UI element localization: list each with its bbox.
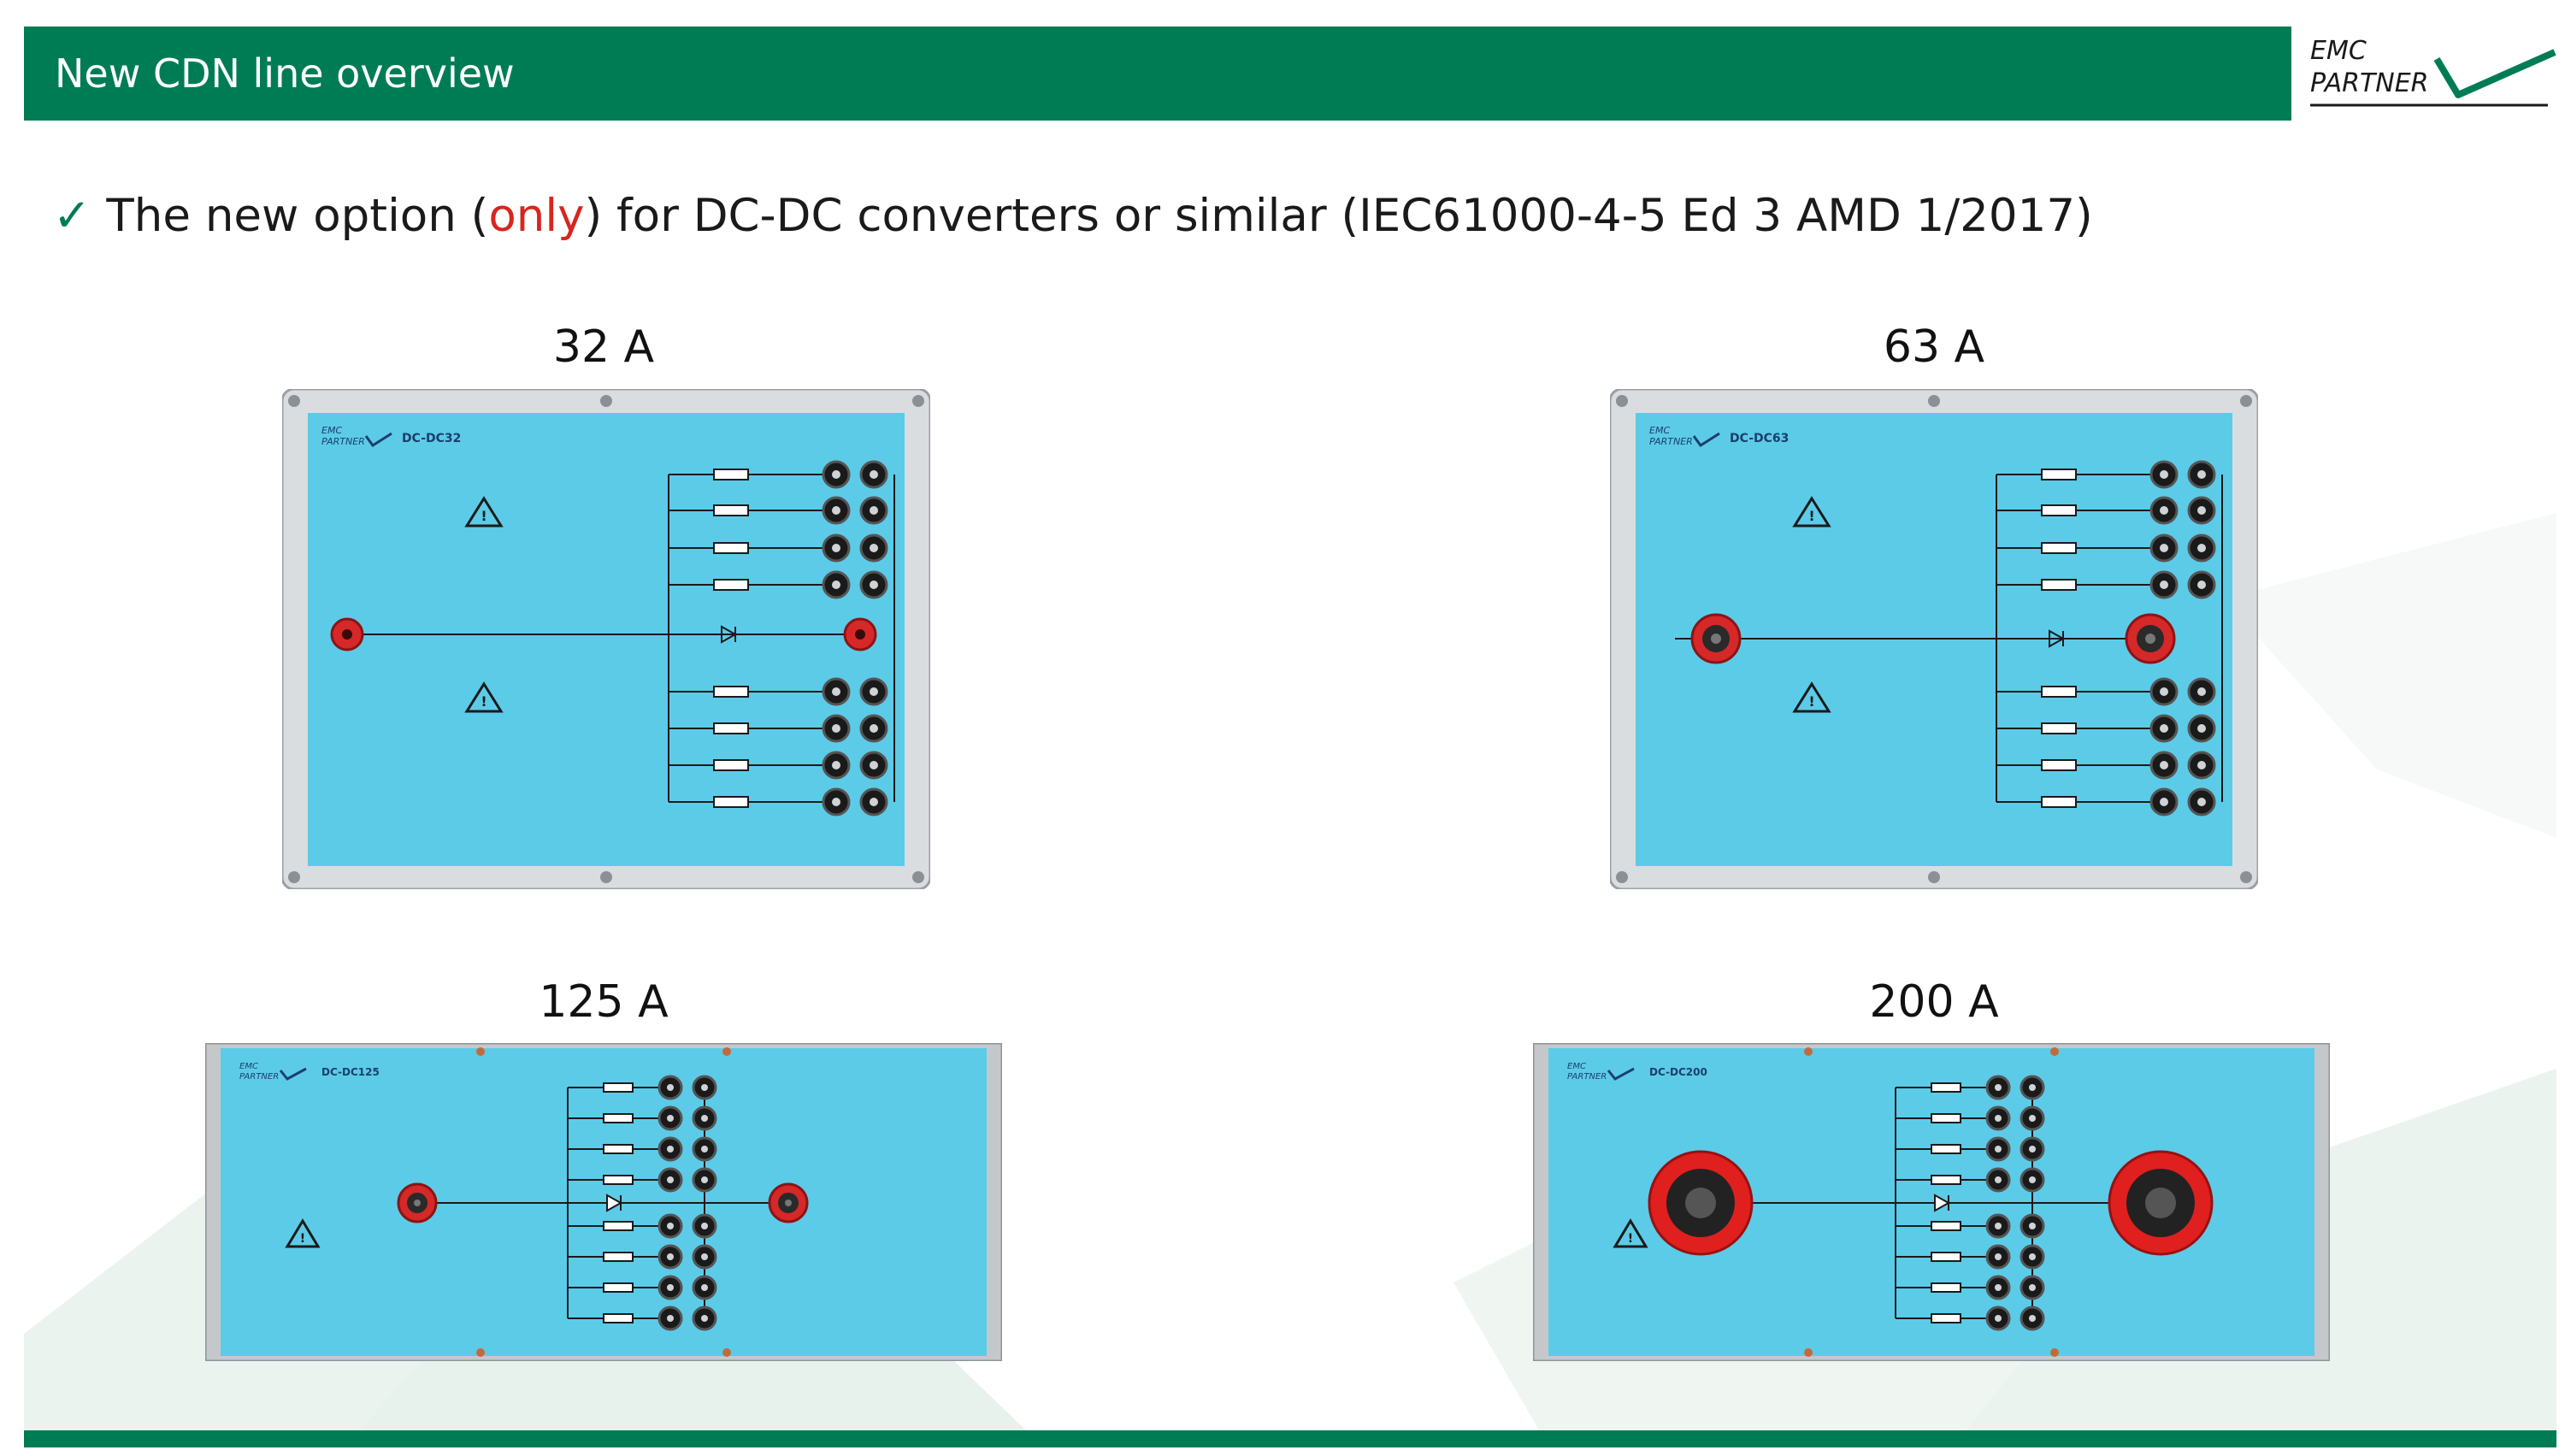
svg-text:EMC: EMC [1649,425,1670,436]
caption-63a: 63 A [1883,321,1985,373]
svg-text:EMC: EMC [321,425,342,436]
bullet-text-end: ) for DC-DC converters or similar (IEC61… [584,190,2093,242]
svg-text:EMC: EMC [239,1062,258,1071]
cdn-panel-dc-dc125: EMC PARTNER DC-DC125 ! [205,1043,1002,1361]
header-bar: New CDN line overview [24,27,2291,121]
logo-text-emc: EMC [2310,36,2367,66]
warning-icon [1613,1218,1648,1248]
caption-125a: 125 A [539,976,669,1028]
model-label: DC-DC32 [402,432,461,445]
svg-text:PARTNER: PARTNER [321,436,365,447]
footer-bar [24,1430,2556,1447]
svg-text:!: ! [1628,1232,1633,1246]
bullet-line: ✓ The new option (only) for DC-DC convert… [53,186,2093,246]
cdn-panel-dc-dc32: EMC PARTNER DC-DC32 ! ! [282,389,930,889]
diode-icon [1934,1194,1951,1212]
caption-32a: 32 A [552,321,655,373]
model-label: DC-DC125 [321,1066,380,1078]
cdn-panel-dc-dc200: EMC PARTNER DC-DC200 ! [1533,1043,2330,1361]
warning-icon [1792,496,1831,528]
emc-partner-logo: EMC PARTNER [2300,27,2556,121]
logo-text-partner: PARTNER [2310,68,2429,98]
svg-text:!: ! [1808,508,1814,524]
slide-title: New CDN line overview [55,50,515,97]
bullet-text-start: The new option ( [106,190,489,242]
svg-text:!: ! [1808,693,1814,710]
cdn-panel-dc-dc63: EMC PARTNER DC-DC63 ! ! [1610,389,2258,889]
svg-text:PARTNER: PARTNER [239,1072,279,1082]
warning-icon [285,1218,321,1248]
warning-icon [464,681,504,713]
warning-icon [1792,681,1831,713]
check-icon: ✓ [53,190,91,242]
caption-200a: 200 A [1869,976,1999,1028]
svg-text:!: ! [481,508,486,524]
svg-text:!: ! [300,1232,305,1246]
model-label: DC-DC200 [1649,1066,1707,1078]
bullet-highlight: only [488,190,585,242]
diode-icon [606,1194,623,1212]
logo-check-icon [2310,49,2556,107]
warning-icon [464,496,504,528]
model-label: DC-DC63 [1730,432,1789,445]
svg-text:PARTNER: PARTNER [1649,436,1693,447]
svg-text:PARTNER: PARTNER [1567,1072,1607,1082]
svg-text:EMC: EMC [1567,1062,1586,1071]
svg-text:!: ! [481,693,486,710]
